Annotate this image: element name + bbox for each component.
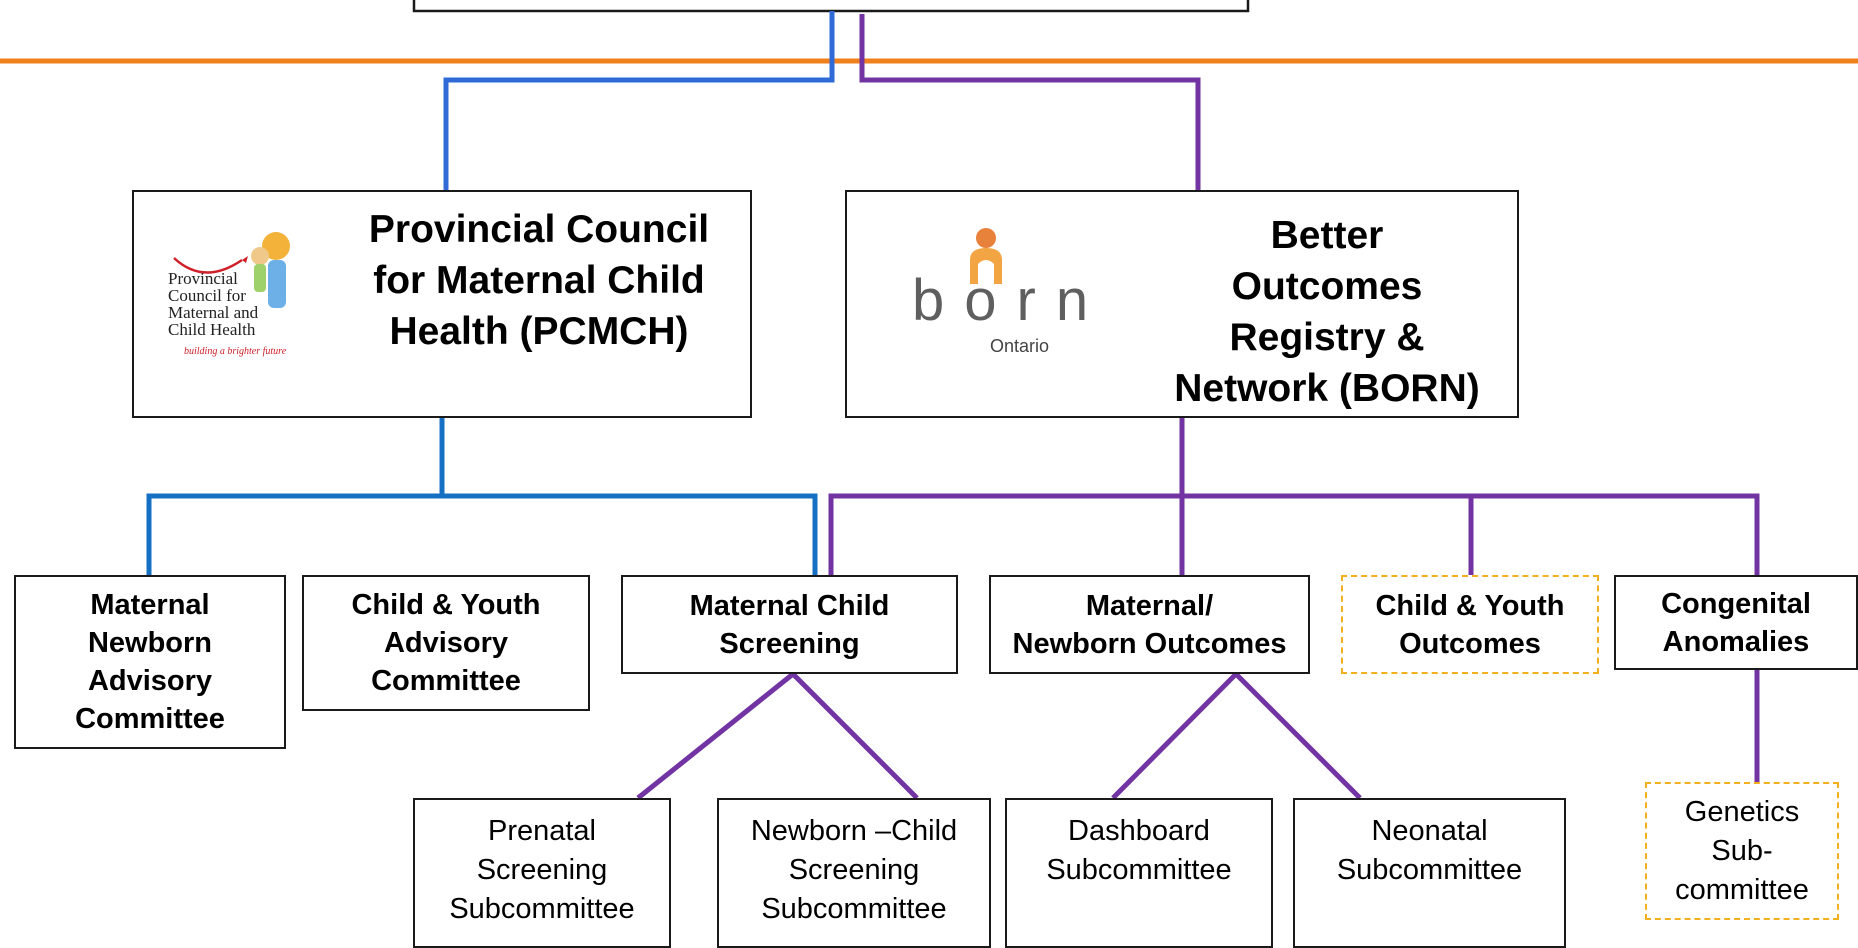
committee-label: Maternal/ Newborn Outcomes [1012,589,1287,660]
pcmch-logo-line4: Child Health [168,320,256,339]
subcommittee-prenatal-screening: Prenatal Screening Subcommittee [413,798,671,948]
pcmch-logo-tagline: building a brighter future [184,346,287,357]
pcmch-logo-illustration [173,232,290,308]
connector-top-to-born [859,14,1201,190]
connector-outcomes-to-neonatal [1234,672,1362,800]
connector-screening-to-newborn [791,672,919,800]
committee-child-youth-advisory: Child & Youth Advisory Committee [302,575,590,711]
top-parent-box [412,0,1250,13]
subcommittee-label: Prenatal Screening Subcommittee [449,815,635,925]
committee-child-youth-outcomes: Child & Youth Outcomes [1341,575,1599,674]
connector-top-to-pcmch [443,11,835,190]
subcommittee-label: Dashboard Subcommittee [1046,815,1232,886]
subcommittee-label: Neonatal Subcommittee [1336,815,1523,886]
committee-congenital-anomalies: Congenital Anomalies [1614,575,1858,670]
subcommittee-dashboard: Dashboard Subcommittee [1005,798,1273,948]
committee-label: Congenital Anomalies [1661,587,1811,658]
subcommittee-label: Genetics Sub- committee [1675,795,1809,906]
born-title: Better Outcomes Registry & Network (BORN… [1174,214,1480,410]
pcmch-logo-line1: Provincial [168,269,238,288]
subcommittee-newborn-child-screening: Newborn –Child Screening Subcommittee [717,798,991,948]
born-sub: Ontario [990,336,1050,356]
connector-born-branches [828,493,1760,575]
subcommittee-neonatal: Neonatal Subcommittee [1293,798,1566,948]
pcmch-box: Provincial Council for Maternal and Chil… [132,190,752,418]
pcmch-logo-line3: Maternal and [168,303,259,322]
subcommittee-genetics: Genetics Sub- committee [1645,782,1839,920]
committee-label: Maternal Newborn Advisory Committee [75,589,225,735]
pcmch-logo: Provincial Council for Maternal and Chil… [164,216,314,357]
pcmch-title: Provincial Council for Maternal Child He… [368,208,710,353]
born-wordmark: born [912,268,1109,333]
committee-label: Child & Youth Outcomes [1375,589,1565,660]
connector-outcomes-to-dashboard [1111,672,1238,800]
subcommittee-label: Newborn –Child Screening Subcommittee [750,815,958,925]
born-logo: born Ontario [912,226,1088,356]
committee-label: Maternal Child Screening [689,589,890,660]
committee-label: Child & Youth Advisory Committee [351,589,541,697]
born-figure-icon [970,228,1002,284]
committee-maternal-newborn-advisory: Maternal Newborn Advisory Committee [14,575,286,749]
connector-pcmch-branches [146,493,818,575]
pcmch-logo-line2: Council for [168,286,246,305]
committee-maternal-child-screening: Maternal Child Screening [621,575,958,674]
committee-maternal-newborn-outcomes: Maternal/ Newborn Outcomes [989,575,1310,674]
born-box: born Ontario Better Outcomes Registry & … [845,190,1519,418]
connector-screening-to-prenatal [636,672,795,800]
